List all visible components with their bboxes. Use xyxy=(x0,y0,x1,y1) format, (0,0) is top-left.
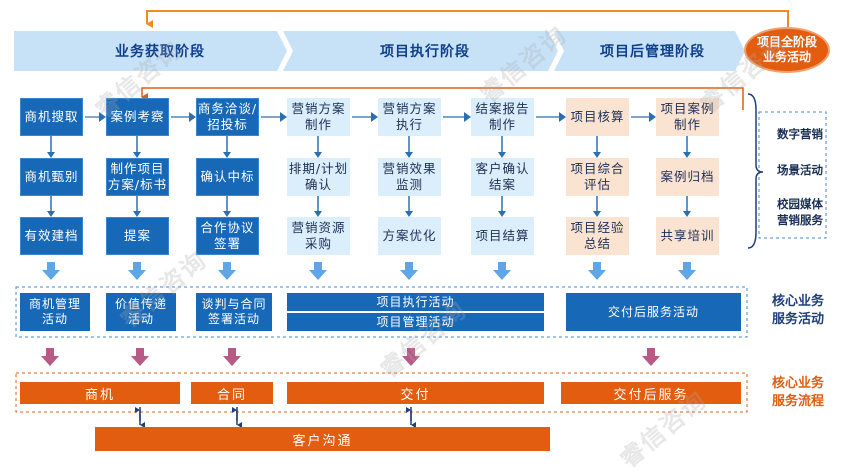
customer-communication: 客户沟通 xyxy=(95,427,550,451)
core-activity-contract: 谈判与合同 签署活动 xyxy=(196,293,272,331)
core-activity-after-service: 交付后服务活动 xyxy=(566,293,741,331)
step-value-2: 制作项目 方案/标书 xyxy=(106,158,169,196)
step-arrowhead xyxy=(223,211,231,217)
column-arrowhead xyxy=(189,112,196,122)
core-process-label: 核心业务 服务流程 xyxy=(771,376,824,409)
step-contract-3: 合作协议 签署 xyxy=(196,217,259,255)
process-after-service: 交付后服务 xyxy=(561,382,741,404)
process-delivery: 交付 xyxy=(287,382,544,404)
step-arrowhead xyxy=(683,211,691,217)
step-arrowhead xyxy=(133,211,141,217)
core-activity-value: 价值传递 活动 xyxy=(106,293,176,331)
step-report-2: 客户确认 结案 xyxy=(471,158,534,196)
feedback-arrow-top xyxy=(14,10,827,428)
down-arrow-icon xyxy=(223,348,241,366)
step-value-1: 案例考察 xyxy=(106,98,169,136)
down-arrow-icon xyxy=(493,262,511,280)
column-arrowhead xyxy=(559,112,566,122)
step-opportunity-1: 商机搜取 xyxy=(20,98,83,136)
step-account-2: 项目综合 评估 xyxy=(566,158,629,196)
down-arrow-icon xyxy=(41,348,59,366)
full-cycle-badge: 项目全阶段 业务活动 xyxy=(744,27,830,73)
down-arrow-icon xyxy=(309,262,327,280)
step-arrowhead xyxy=(314,152,322,158)
step-contract-2: 确认中标 xyxy=(196,158,259,196)
step-opportunity-3: 有效建档 xyxy=(20,217,83,255)
side-activity-digital: 数字营销 xyxy=(777,127,823,141)
down-arrow-icon xyxy=(402,348,420,366)
side-activity-campus: 校园媒体 营销服务 xyxy=(777,197,823,227)
column-arrowhead xyxy=(464,112,471,122)
process-contract: 合同 xyxy=(191,382,273,404)
down-arrow-icon xyxy=(218,262,236,280)
core-activity-management: 项目管理活动 xyxy=(287,313,544,331)
step-case-3: 共享培训 xyxy=(656,217,719,255)
step-report-1: 结案报告 制作 xyxy=(471,98,534,136)
down-arrow-icon xyxy=(131,348,149,366)
step-arrowhead xyxy=(223,152,231,158)
step-case-1: 项目案例 制作 xyxy=(656,98,719,136)
step-opportunity-2: 商机甄别 xyxy=(20,158,83,196)
core-activity-opportunity: 商机管理 活动 xyxy=(20,293,90,331)
step-report-3: 项目结算 xyxy=(471,217,534,255)
step-plan-3: 营销资源 采购 xyxy=(287,217,350,255)
step-account-1: 项目核算 xyxy=(566,98,629,136)
step-plan-1: 营销方案 制作 xyxy=(287,98,350,136)
step-value-3: 提案 xyxy=(106,217,169,255)
down-arrow-icon xyxy=(42,262,60,280)
column-arrowhead xyxy=(371,112,378,122)
phase-acquisition: 业务获取阶段 xyxy=(115,44,205,60)
column-arrowhead xyxy=(280,112,287,122)
column-arrowhead xyxy=(649,112,656,122)
step-arrowhead xyxy=(47,152,55,158)
core-activities-label: 核心业务 服务活动 xyxy=(771,294,824,327)
step-arrowhead xyxy=(498,211,506,217)
step-execute-1: 营销方案 执行 xyxy=(378,98,441,136)
step-arrowhead xyxy=(593,152,601,158)
phase-execution: 项目执行阶段 xyxy=(380,44,470,60)
down-arrow-icon xyxy=(588,262,606,280)
step-execute-3: 方案优化 xyxy=(378,217,441,255)
down-arrow-icon xyxy=(678,262,696,280)
step-arrowhead xyxy=(405,152,413,158)
step-arrowhead xyxy=(498,152,506,158)
step-contract-1: 商务洽谈/ 招投标 xyxy=(196,98,259,136)
core-activity-execution: 项目执行活动 xyxy=(287,293,544,311)
step-case-2: 案例归档 xyxy=(656,158,719,196)
step-arrowhead xyxy=(314,211,322,217)
step-arrowhead xyxy=(133,152,141,158)
step-arrowhead xyxy=(683,152,691,158)
step-arrowhead xyxy=(593,211,601,217)
step-arrowhead xyxy=(47,211,55,217)
phase-post-management: 项目后管理阶段 xyxy=(600,44,705,60)
step-arrowhead xyxy=(405,211,413,217)
down-arrow-icon xyxy=(400,262,418,280)
process-opportunity: 商机 xyxy=(20,382,180,404)
column-arrowhead xyxy=(99,112,106,122)
down-arrow-icon xyxy=(128,262,146,280)
step-execute-2: 营销效果 监测 xyxy=(378,158,441,196)
step-plan-2: 排期/计划 确认 xyxy=(287,158,350,196)
step-account-3: 项目经验 总结 xyxy=(566,217,629,255)
down-arrow-icon xyxy=(642,348,660,366)
side-activity-scene: 场景活动 xyxy=(777,163,823,177)
